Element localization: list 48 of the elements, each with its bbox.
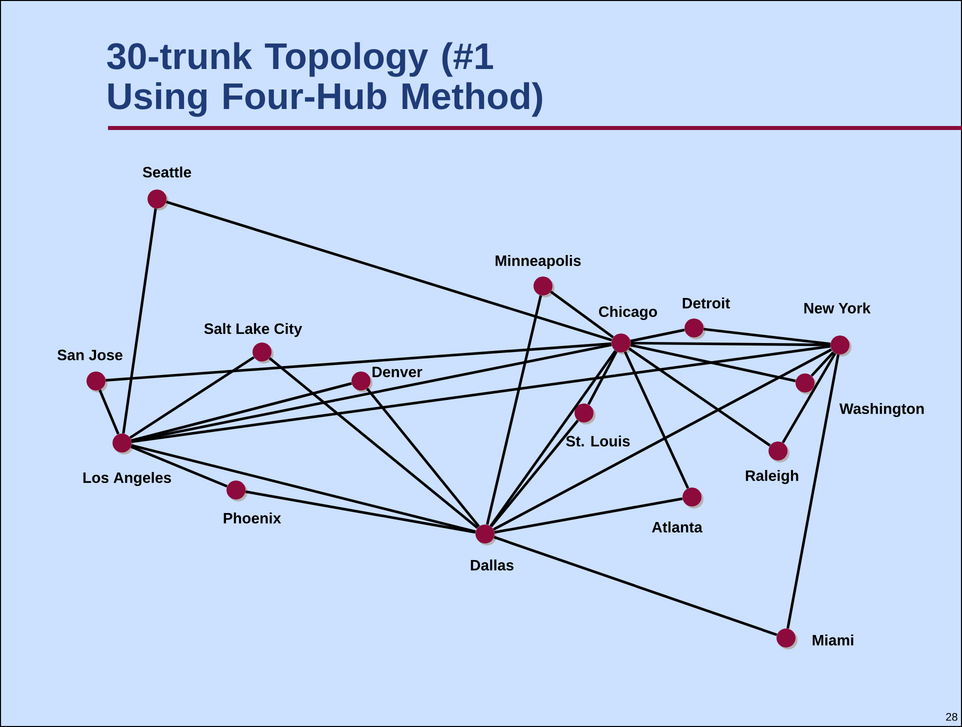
trunk-line	[494, 536, 778, 636]
trunk-line	[131, 444, 476, 533]
trunk-line	[268, 357, 478, 529]
city-label: Los Angeles	[83, 472, 171, 486]
trunk-line	[624, 351, 690, 489]
trunk-line	[782, 352, 836, 444]
trunk-line	[131, 345, 831, 443]
trunk-line	[630, 328, 685, 342]
trunk-line	[131, 382, 352, 442]
trunk-line	[490, 420, 579, 528]
trunk-line	[628, 347, 771, 447]
city-label: Dallas	[470, 559, 514, 570]
trunk-line	[704, 328, 831, 346]
city-label: Seattle	[142, 166, 192, 178]
page-number: 28	[946, 713, 958, 721]
trunk-line	[122, 208, 157, 434]
city-label: San Jose	[58, 350, 122, 360]
trunk-line	[492, 348, 832, 531]
trunk-line	[630, 344, 796, 382]
trunk-line	[166, 200, 612, 342]
trunk-line	[550, 290, 614, 338]
trunk-line	[106, 342, 612, 382]
trunk-line	[494, 497, 683, 534]
city-label: Detroit	[682, 298, 730, 308]
city-label: St. Louis	[566, 435, 630, 446]
trunk-line	[98, 389, 120, 435]
city-label: Washington	[839, 402, 924, 418]
city-label: Salt Lake City	[204, 323, 302, 337]
trunk-line	[630, 342, 830, 346]
city-label: Atlanta	[652, 521, 703, 532]
trunk-line	[810, 351, 834, 377]
city-label: Denver	[372, 366, 422, 378]
trunk-line	[245, 490, 476, 534]
city-label: Raleigh	[746, 470, 798, 484]
trunk-line	[786, 354, 840, 629]
title: 30-trunk Topology (#1 Using Four-Hub Method)	[107, 42, 542, 117]
city-label: Phoenix	[224, 512, 282, 524]
trunk-line	[366, 388, 480, 528]
trunk-line	[129, 356, 255, 439]
city-label: Minneapolis	[496, 255, 581, 269]
trunk-line	[130, 446, 228, 488]
trunk-line	[587, 350, 618, 406]
trunk-line	[131, 344, 612, 442]
city-label: New York	[804, 302, 871, 314]
city-label: Miami	[812, 634, 854, 646]
trunk-line	[490, 350, 616, 527]
city-label: Chicago	[599, 306, 657, 320]
trunk-line	[486, 295, 542, 525]
